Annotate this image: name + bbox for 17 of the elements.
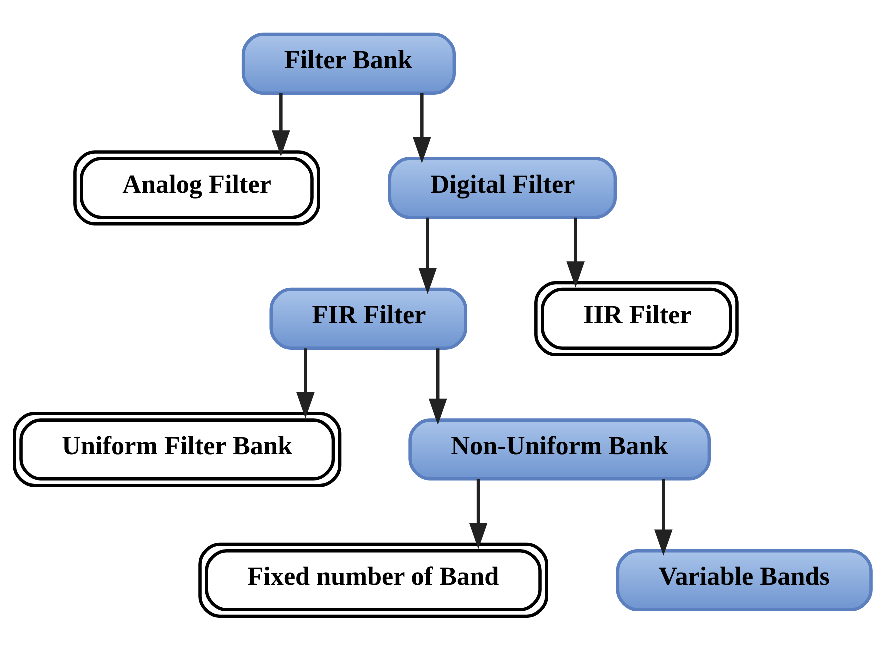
node-box: Uniform Filter Bank xyxy=(13,412,342,488)
arrow xyxy=(469,479,488,550)
node-box: Digital Filter xyxy=(388,157,618,220)
arrow xyxy=(566,218,585,288)
arrow xyxy=(418,218,438,294)
node-box: Variable Bands xyxy=(616,549,873,612)
arrow xyxy=(428,348,448,426)
node-box: Non-Uniform Bank xyxy=(408,418,712,481)
node-box: Fixed number of Band xyxy=(198,542,548,618)
node-box: FIR Filter xyxy=(270,288,468,350)
arrow xyxy=(654,479,673,556)
node-box: Filter Bank xyxy=(242,32,456,96)
arrow xyxy=(413,93,432,164)
arrow xyxy=(272,93,290,157)
node-box: Analog Filter xyxy=(74,150,320,226)
arrow xyxy=(296,348,315,419)
node-box: IIR Filter xyxy=(534,281,739,357)
